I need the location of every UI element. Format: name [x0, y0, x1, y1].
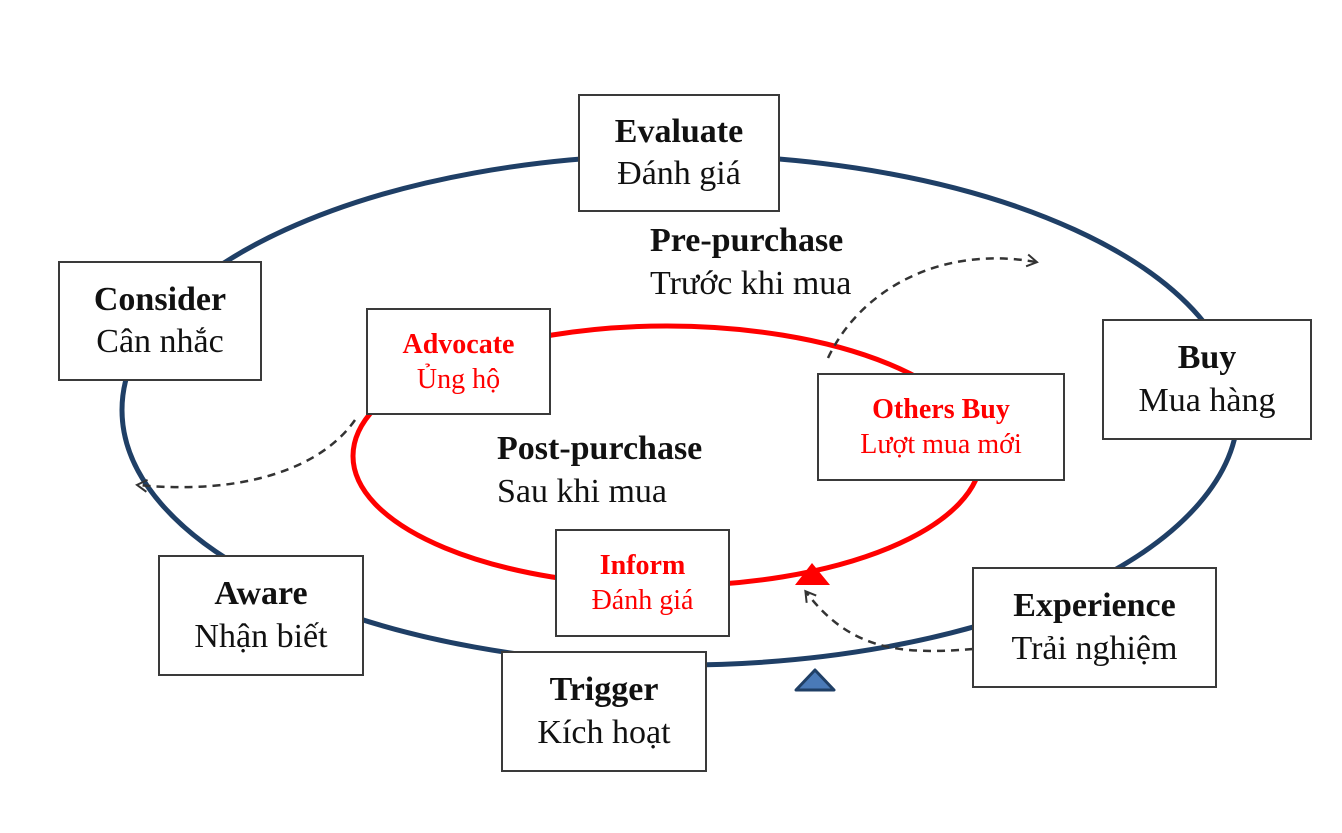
stage-subtitle: Trải nghiệm: [1011, 629, 1178, 667]
post-purchase-label: Post-purchase Sau khi mua: [497, 428, 702, 513]
stage-box-aware: Aware Nhận biết: [158, 555, 364, 676]
stage-title: Experience: [1013, 587, 1176, 624]
stage-subtitle: Ủng hộ: [416, 363, 501, 395]
dashed-arrow-others-buy-to-buy: [826, 253, 1039, 359]
pre-purchase-label: Pre-purchase Trước khi mua: [650, 220, 851, 305]
inner-cycle-direction-triangle-icon: [795, 563, 830, 585]
phase-title: Post-purchase: [497, 430, 703, 467]
stage-subtitle: Mua hàng: [1138, 381, 1276, 419]
phase-subtitle: Sau khi mua: [497, 472, 667, 510]
stage-subtitle: Cân nhắc: [96, 323, 224, 360]
stage-title: Inform: [599, 550, 686, 581]
stage-title: Buy: [1177, 339, 1237, 376]
stage-box-consider: Consider Cân nhắc: [58, 261, 262, 381]
dashed-arrow-advocate-to-consider: [135, 419, 357, 493]
stage-box-trigger: Trigger Kích hoạt: [501, 651, 707, 772]
dashed-arrow-experience-to-inform: [804, 589, 974, 653]
stage-box-advocate: Advocate Ủng hộ: [366, 308, 551, 415]
stage-subtitle: Nhận biết: [194, 617, 328, 655]
stage-title: Advocate: [402, 328, 515, 360]
stage-title: Consider: [93, 280, 227, 318]
stage-title: Aware: [214, 575, 308, 612]
stage-title: Others Buy: [872, 394, 1010, 425]
stage-subtitle: Kích hoạt: [537, 713, 671, 751]
outer-cycle-direction-triangle-icon: [794, 668, 836, 692]
stage-box-others-buy: Others Buy Lượt mua mới: [817, 373, 1065, 481]
stage-subtitle: Đánh giá: [591, 585, 694, 616]
stage-box-buy: Buy Mua hàng: [1102, 319, 1312, 440]
stage-subtitle: Lượt mua mới: [860, 429, 1022, 460]
phase-subtitle: Trước khi mua: [650, 264, 852, 302]
stage-box-experience: Experience Trải nghiệm: [972, 567, 1217, 688]
stage-box-inform: Inform Đánh giá: [555, 529, 730, 637]
stage-subtitle: Đánh giá: [617, 155, 741, 192]
stage-title: Evaluate: [614, 112, 744, 150]
phase-title: Pre-purchase: [650, 222, 844, 259]
stage-box-evaluate: Evaluate Đánh giá: [578, 94, 780, 212]
stage-title: Trigger: [549, 671, 659, 708]
